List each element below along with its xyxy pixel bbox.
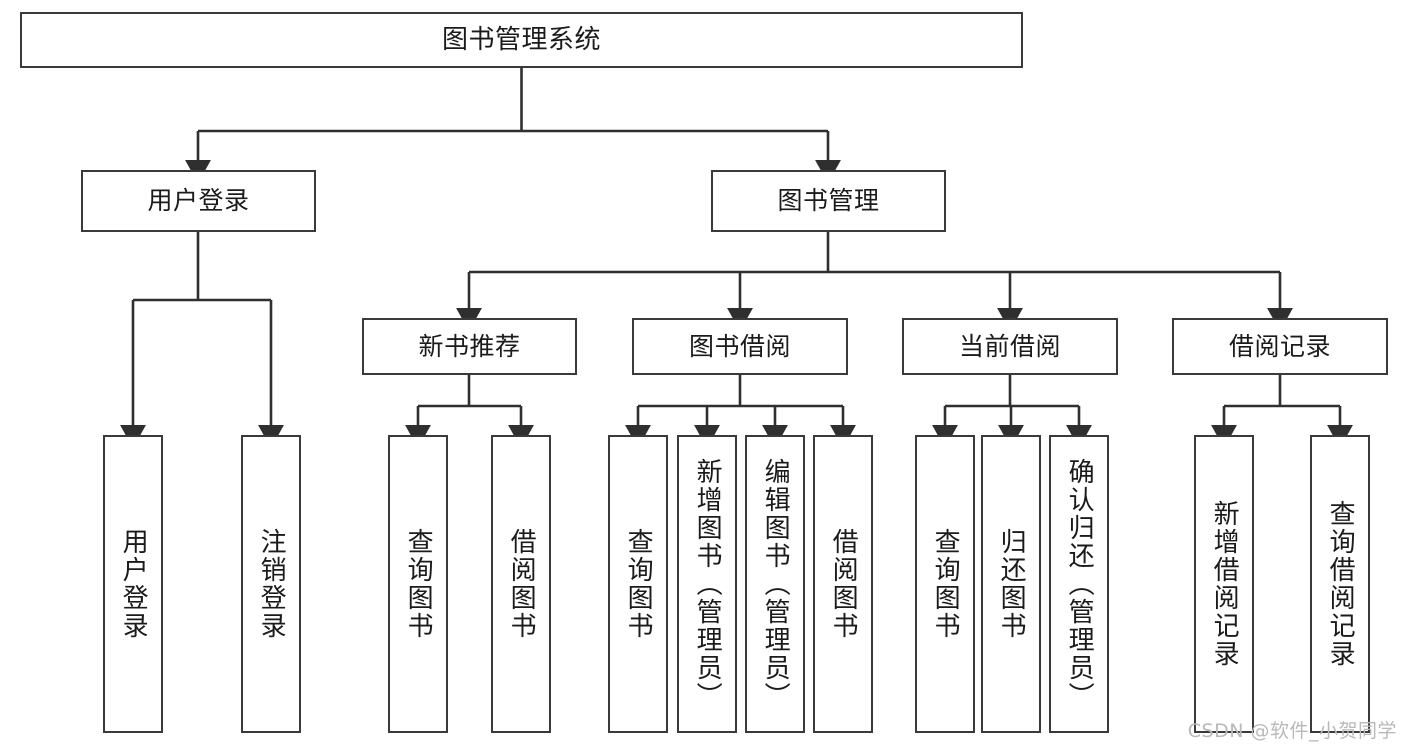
node-label: 新增借阅记录	[1209, 500, 1240, 668]
leaf-current-borrow-return[interactable]: 归还图书	[981, 435, 1041, 733]
node-label: 新书推荐	[418, 331, 521, 361]
node-label: 用户登录	[118, 528, 149, 640]
leaf-borrow-record-add[interactable]: 新增借阅记录	[1194, 435, 1254, 733]
node-label: 借阅记录	[1228, 331, 1331, 361]
leaf-current-borrow-confirm-admin[interactable]: 确认归还（管理员）	[1049, 435, 1109, 733]
node-label: 图书管理系统	[441, 24, 601, 55]
node-root-library-system[interactable]: 图书管理系统	[20, 12, 1023, 68]
node-label: 借阅图书	[506, 528, 537, 640]
node-label: 确认归还（管理员）	[1064, 458, 1095, 710]
node-label: 借阅图书	[828, 528, 859, 640]
node-label: 图书借阅	[688, 331, 791, 361]
node-label: 新增图书（管理员）	[692, 458, 723, 710]
node-book-borrow[interactable]: 图书借阅	[632, 318, 848, 375]
leaf-book-borrow-edit-admin[interactable]: 编辑图书（管理员）	[745, 435, 805, 733]
node-book-management[interactable]: 图书管理	[711, 170, 946, 232]
leaf-book-borrow-borrow[interactable]: 借阅图书	[813, 435, 873, 733]
node-current-borrow[interactable]: 当前借阅	[902, 318, 1118, 375]
leaf-new-book-query[interactable]: 查询图书	[388, 435, 448, 733]
node-label: 用户登录	[147, 186, 250, 216]
leaf-current-borrow-query[interactable]: 查询图书	[915, 435, 975, 733]
node-label: 查询借阅记录	[1325, 500, 1356, 668]
leaf-new-book-borrow[interactable]: 借阅图书	[491, 435, 551, 733]
leaf-borrow-record-query[interactable]: 查询借阅记录	[1310, 435, 1370, 733]
node-label: 归还图书	[996, 528, 1027, 640]
node-label: 编辑图书（管理员）	[760, 458, 791, 710]
node-label: 注销登录	[256, 528, 287, 640]
leaf-book-borrow-add-admin[interactable]: 新增图书（管理员）	[677, 435, 737, 733]
node-label: 当前借阅	[958, 331, 1061, 361]
leaf-user-login-logout[interactable]: 注销登录	[241, 435, 301, 733]
node-label: 查询图书	[623, 528, 654, 640]
node-new-book-recommend[interactable]: 新书推荐	[362, 318, 577, 375]
node-user-login[interactable]: 用户登录	[81, 170, 316, 232]
node-label: 查询图书	[930, 528, 961, 640]
node-label: 图书管理	[777, 186, 880, 216]
leaf-book-borrow-query[interactable]: 查询图书	[608, 435, 668, 733]
node-label: 查询图书	[403, 528, 434, 640]
leaf-user-login-login[interactable]: 用户登录	[103, 435, 163, 733]
node-borrow-record[interactable]: 借阅记录	[1172, 318, 1388, 375]
